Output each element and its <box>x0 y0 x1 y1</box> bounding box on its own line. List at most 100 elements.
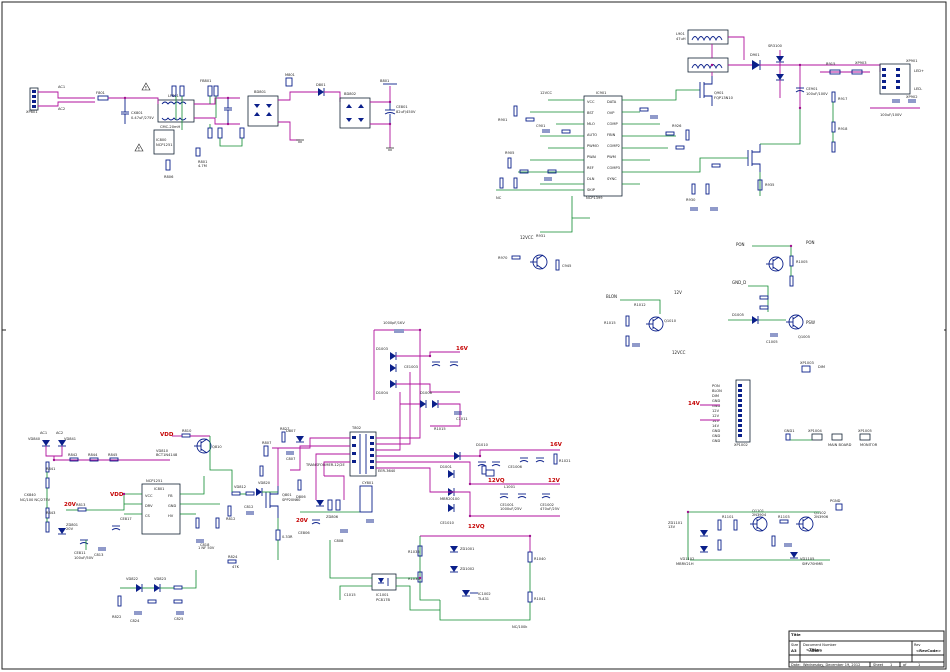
svg-text:IC800: IC800 <box>156 138 167 142</box>
ref-zd1002: ZD1002 <box>460 567 474 571</box>
pfc-bridge-2: BD802 <box>339 92 371 129</box>
ref-m801: M801 <box>285 73 295 77</box>
svg-text:SPP20N60: SPP20N60 <box>282 498 301 502</box>
ref-r905: R905 <box>505 151 514 155</box>
size-label: Size <box>791 643 798 647</box>
ref-c1015: C1015 <box>344 593 356 597</box>
ref-zd810-val: BCT1N4148 <box>156 453 178 457</box>
svg-text:DLN: DLN <box>587 177 595 181</box>
svg-text:BLON: BLON <box>712 389 722 393</box>
svg-text:PC817B: PC817B <box>376 598 391 602</box>
ref-zd806: ZD806 <box>326 515 339 519</box>
ref-r842: R842 <box>68 453 77 457</box>
date-label: Date: <box>791 663 801 667</box>
svg-text:SR3100: SR3100 <box>768 44 783 48</box>
svg-text:PON: PON <box>712 384 720 388</box>
fuse-f801 <box>97 95 109 101</box>
ref-cy801: CY801 <box>362 481 374 485</box>
title-block: Title <Title> Size A3 Document Number <D… <box>788 630 945 668</box>
ref-nc: NC <box>496 196 502 200</box>
ref-cx840: CX840 <box>24 493 37 497</box>
svg-text:XP902: XP902 <box>906 95 918 99</box>
ref-r935: R935 <box>765 183 774 187</box>
svg-text:REF: REF <box>587 166 594 170</box>
ref-r845: R845 <box>108 453 117 457</box>
standby-zener: ZD801 20V <box>58 523 78 535</box>
ref-rx1: R841 <box>46 467 55 471</box>
svg-text:14V: 14V <box>712 419 720 423</box>
ref-xp1004: XP1004 <box>808 429 822 433</box>
ref-d1006: D1006 <box>420 391 433 395</box>
svg-text:GND: GND <box>712 399 720 403</box>
ref-r827: R827 <box>280 427 289 431</box>
ground-symbol <box>386 147 394 151</box>
svg-text:DATA: DATA <box>607 100 617 104</box>
standby-controller-ic801: NCP1251 IC801 VCC DRV CS FB GND HV <box>141 479 181 535</box>
v20-net-b: 20V <box>296 518 309 524</box>
svg-text:Q1102: Q1102 <box>814 511 826 515</box>
ref-c818: C818 <box>200 543 210 547</box>
svg-text:CX801: CX801 <box>131 111 143 115</box>
ref-c818-val: 1 NF 50V <box>198 546 215 550</box>
ref-r806: R806 <box>164 175 174 179</box>
vcc-net-b: 12VCC <box>672 350 686 355</box>
standby-feedback: VD812 VD820 R812 C812 <box>226 481 271 521</box>
ref-r824-val: 47K <box>232 565 240 569</box>
boost-inductor-l901: L901 47uH <box>676 29 729 45</box>
svg-text:ZD801: ZD801 <box>66 523 78 527</box>
ground-symbol <box>296 139 304 143</box>
v12vq-net-a: 12VQ <box>488 478 505 484</box>
ref-bead: FB801 <box>200 79 211 83</box>
svg-text:Q901: Q901 <box>714 91 724 95</box>
svg-text:COMP3: COMP3 <box>607 166 620 170</box>
svg-text:SKIP: SKIP <box>587 188 596 192</box>
svg-text:Q1101: Q1101 <box>752 509 764 513</box>
svg-text:OVP: OVP <box>607 111 615 115</box>
svg-text:12V: 12V <box>712 414 720 418</box>
ref-vd1105-val: SMV70HMB <box>802 562 823 566</box>
ref-r807: R807 <box>262 441 271 445</box>
svg-text:PWAI: PWAI <box>587 155 596 159</box>
ref-xp1005: XP1005 <box>858 429 872 433</box>
svg-text:LED-: LED- <box>914 87 923 91</box>
title-value: <Title> <box>806 647 822 652</box>
svg-text:2N3906: 2N3906 <box>814 515 829 519</box>
ac-input-connector: XP801 AC1 AC2 <box>26 85 65 114</box>
ref-vd812: VD812 <box>234 485 246 489</box>
xp801-label: XP801 <box>26 110 38 114</box>
ref-r1040: R1040 <box>534 557 546 561</box>
svg-text:GND: GND <box>712 429 720 433</box>
svg-text:NCP1251: NCP1251 <box>146 479 163 483</box>
svg-text:IC801: IC801 <box>154 487 164 491</box>
ref-xp903: XP903 <box>855 61 867 65</box>
svg-text:PWM: PWM <box>607 155 616 159</box>
ref-q1005: Q1005 <box>798 335 810 339</box>
docnum-value: <Doc> <box>808 648 822 653</box>
bulk-capacitor-ce801: CE801 82uF/450V <box>384 102 416 124</box>
ref-r1005: R1005 <box>796 260 808 264</box>
svg-text:D901: D901 <box>750 53 760 57</box>
svg-text:NCP1399: NCP1399 <box>586 196 603 200</box>
feedback-zener: ZD1001 ZD1002 <box>450 546 474 573</box>
svg-text:BD801: BD801 <box>254 90 266 94</box>
svg-text:BST: BST <box>587 111 595 115</box>
bridge-rectifier-bd801: BD801 <box>247 90 279 127</box>
ref-c807: C807 <box>286 457 295 461</box>
vcc-label: 12VCC <box>540 91 553 95</box>
ref-q810: Q810 <box>212 445 222 449</box>
svg-text:PWMO: PWMO <box>587 144 599 148</box>
svg-text:GND: GND <box>712 439 720 443</box>
sheet-value: 1 <box>890 663 892 667</box>
ref-vd840: VD840 <box>28 437 41 441</box>
ref-vd841: VD841 <box>64 437 76 441</box>
ref-r1035: R1035 <box>408 550 420 554</box>
ref-xp1003: XP1003 <box>800 361 814 365</box>
ref-r813: R813 <box>76 503 85 507</box>
v16-net-top: 16V <box>456 346 469 352</box>
svg-text:FBIN: FBIN <box>607 133 616 137</box>
output-diode-d1004: D1004 <box>376 380 397 395</box>
svg-text:NCP1251: NCP1251 <box>156 143 173 147</box>
warning-icon: ! <box>141 82 151 90</box>
title-label: Title <box>791 632 801 637</box>
ref-r930: R930 <box>686 198 696 202</box>
